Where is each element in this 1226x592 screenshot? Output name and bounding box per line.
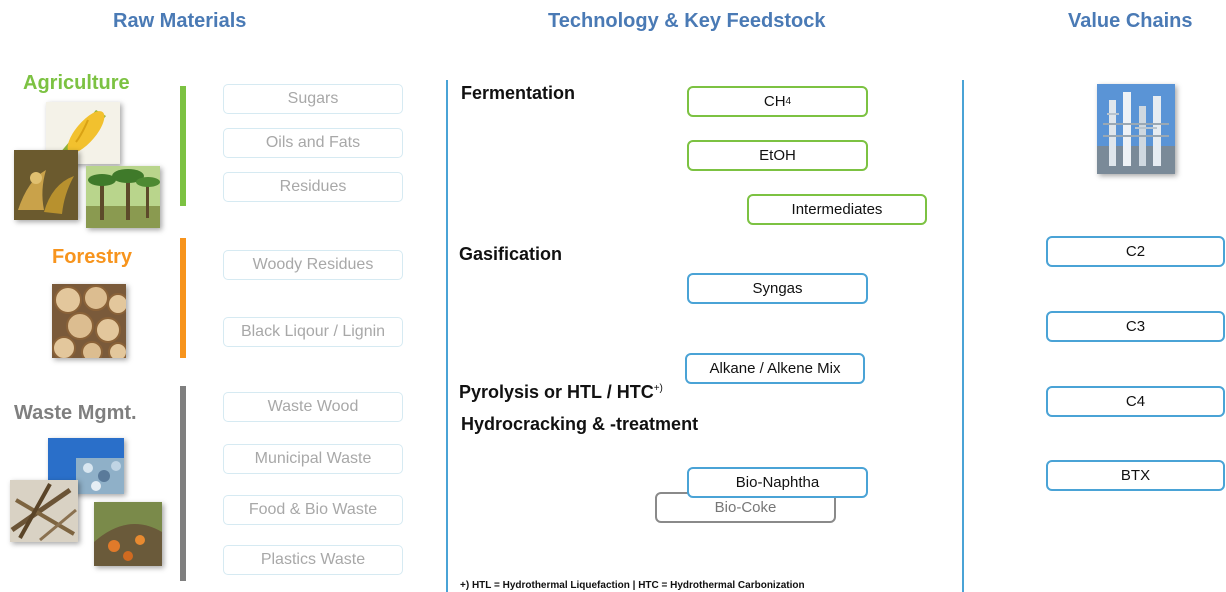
raw-materials-header: Raw Materials <box>113 10 247 32</box>
raw-material-residues: Residues <box>223 172 403 202</box>
value-chain-c3: C3 <box>1046 311 1225 342</box>
agriculture-bar <box>180 86 186 206</box>
raw-material-woody-residues: Woody Residues <box>223 250 403 280</box>
forestry-bar <box>180 238 186 358</box>
forestry-label: Forestry <box>52 246 133 268</box>
feedstock-etoh: EtOH <box>687 140 868 171</box>
gasification-label: Gasification <box>459 244 563 264</box>
plastic-bottles-photo <box>48 438 124 494</box>
raw-material-waste-wood: Waste Wood <box>223 392 403 422</box>
feedstock-intermediates: Intermediates <box>747 194 927 225</box>
value-chain-btx: BTX <box>1046 460 1225 491</box>
agriculture-label: Agriculture <box>23 72 130 94</box>
feedstock-bio-naphtha: Bio-Naphtha <box>687 467 868 498</box>
raw-material-sugars: Sugars <box>223 84 403 114</box>
sugarcane-photo <box>14 150 78 220</box>
raw-material-food-bio-waste: Food & Bio Waste <box>223 495 403 525</box>
value-chain-c2: C2 <box>1046 236 1225 267</box>
divider-left <box>446 80 448 592</box>
footnote: +) HTL = Hydrothermal Liquefaction | HTC… <box>460 580 805 591</box>
waste-wood-photo <box>10 480 78 542</box>
feedstock-syngas: Syngas <box>687 273 868 304</box>
logs-photo <box>52 284 126 358</box>
raw-material-oils-fats: Oils and Fats <box>223 128 403 158</box>
value-chain-c4: C4 <box>1046 386 1225 417</box>
waste-bar <box>180 386 186 581</box>
technology-header: Technology & Key Feedstock <box>548 10 826 32</box>
hydrocracking-label: Hydrocracking & -treatment <box>461 414 699 434</box>
palm-plantation-photo <box>86 166 160 228</box>
food-waste-photo <box>94 502 162 566</box>
feedstock-alkane-alkene: Alkane / Alkene Mix <box>685 353 865 384</box>
refinery-photo <box>1097 84 1175 174</box>
divider-right <box>962 80 964 592</box>
waste-mgmt-label: Waste Mgmt. <box>14 402 137 424</box>
pyrolysis-label: Pyrolysis or HTL / HTC+) <box>459 382 663 402</box>
raw-material-municipal-waste: Municipal Waste <box>223 444 403 474</box>
fermentation-label: Fermentation <box>461 83 576 103</box>
raw-material-plastics-waste: Plastics Waste <box>223 545 403 575</box>
value-chains-header: Value Chains <box>1068 10 1193 32</box>
raw-material-black-liquor: Black Liqour / Lignin <box>223 317 403 347</box>
